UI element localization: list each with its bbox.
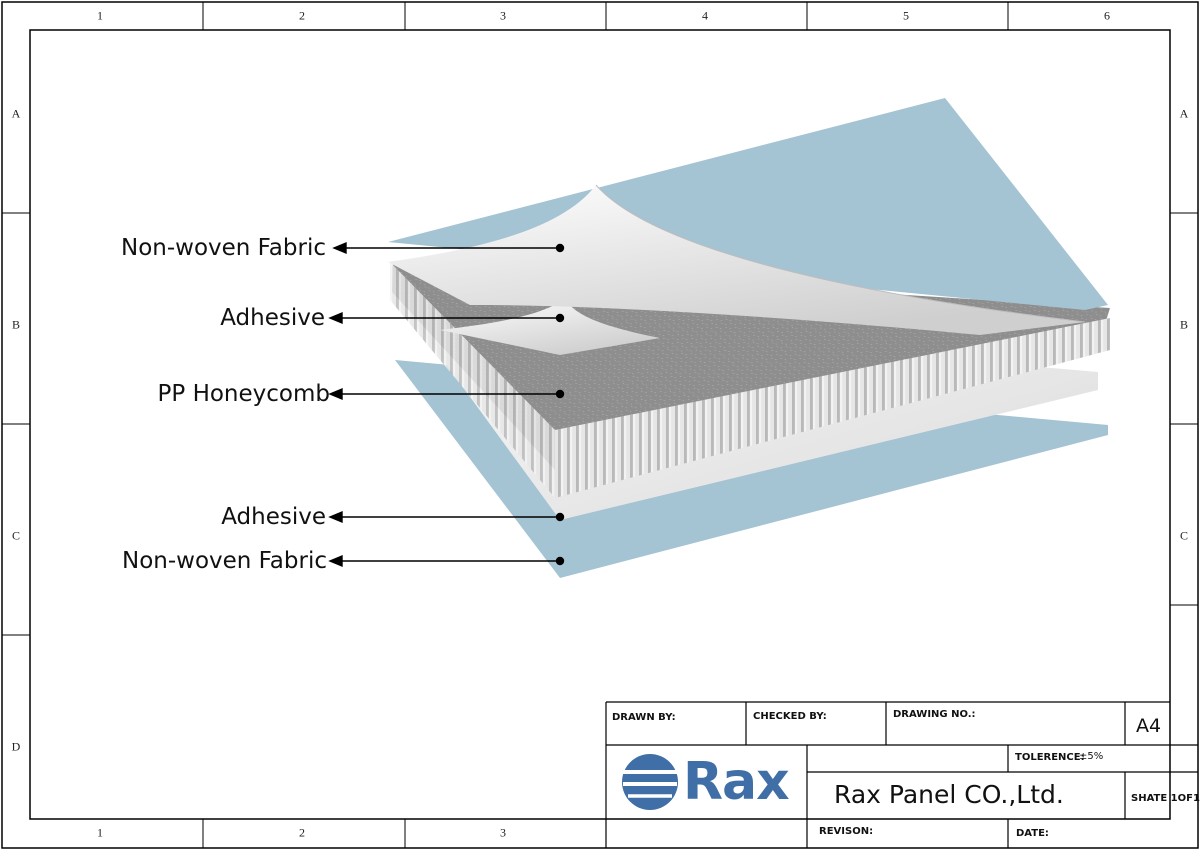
honeycomb-left-wall <box>390 262 555 498</box>
zone-col-2-top: 2 <box>299 8 305 23</box>
zone-col-6-top: 6 <box>1104 8 1110 23</box>
peeled-film-edge <box>595 184 1086 323</box>
zone-row-c-right: C <box>1179 528 1189 543</box>
rax-logo-wordmark: Rax <box>683 752 790 812</box>
layer-label-top-fabric: Non-woven Fabric <box>121 235 326 261</box>
checked-by-field: CHECKED BY: <box>753 711 827 722</box>
sheet-number: SHATE 1OF1 <box>1131 793 1200 804</box>
drawing-no-field: DRAWING NO.: <box>893 709 976 720</box>
leader-dot-3 <box>555 389 565 399</box>
layer-label-honeycomb: PP Honeycomb <box>157 381 330 407</box>
arrow-head-5 <box>328 554 343 568</box>
zone-row-a-left: A <box>11 106 21 121</box>
layer-label-bottom-fabric: Non-woven Fabric <box>122 548 327 574</box>
date-field: DATE: <box>1016 828 1049 839</box>
zone-col-3-bottom: 3 <box>500 825 506 840</box>
zone-dividers-left <box>2 212 30 636</box>
arrow-head-1 <box>332 241 347 255</box>
arrow-head-3 <box>328 387 343 401</box>
rax-logo-globe <box>622 754 678 810</box>
company-name: Rax Panel CO.,Ltd. <box>834 780 1064 809</box>
zone-col-4-top: 4 <box>702 8 708 23</box>
zone-col-1-bottom: 1 <box>97 825 103 840</box>
peeled-film <box>388 185 1085 335</box>
title-block-grid <box>605 701 1198 848</box>
panel-illustration <box>388 98 1110 578</box>
leader-dot-1 <box>555 243 565 253</box>
paper-size: A4 <box>1136 715 1162 737</box>
zone-row-c-left: C <box>11 528 21 543</box>
leader-dot-5 <box>555 556 565 566</box>
zone-dividers-bottom <box>202 819 607 848</box>
leader-dot-2 <box>555 313 565 323</box>
zone-col-2-bottom: 2 <box>299 825 305 840</box>
top-adhesive-curl <box>440 298 660 355</box>
zone-row-a-right: A <box>1179 106 1189 121</box>
zone-dividers-top <box>202 2 1009 30</box>
honeycomb-front-wall <box>555 318 1110 498</box>
zone-dividers-right <box>1170 212 1198 606</box>
leader-lines <box>328 241 565 568</box>
drawn-by-field: DRAWN BY: <box>612 712 676 723</box>
arrow-head-4 <box>328 510 343 524</box>
arrow-head-2 <box>328 311 343 325</box>
zone-col-1-top: 1 <box>97 8 103 23</box>
zone-row-b-right: B <box>1179 317 1189 332</box>
zone-row-d-left: D <box>11 739 21 754</box>
layer-label-top-adhesive: Adhesive <box>220 305 325 331</box>
tolerance-label: TOLERENCE: <box>1015 752 1085 763</box>
revision-field: REVISON: <box>819 826 874 837</box>
leader-dot-4 <box>555 512 565 522</box>
zone-col-3-top: 3 <box>500 8 506 23</box>
zone-col-5-top: 5 <box>903 8 909 23</box>
tolerance-value: ±5% <box>1079 751 1104 762</box>
zone-row-b-left: B <box>11 317 21 332</box>
layer-label-bottom-adhesive: Adhesive <box>221 504 326 530</box>
